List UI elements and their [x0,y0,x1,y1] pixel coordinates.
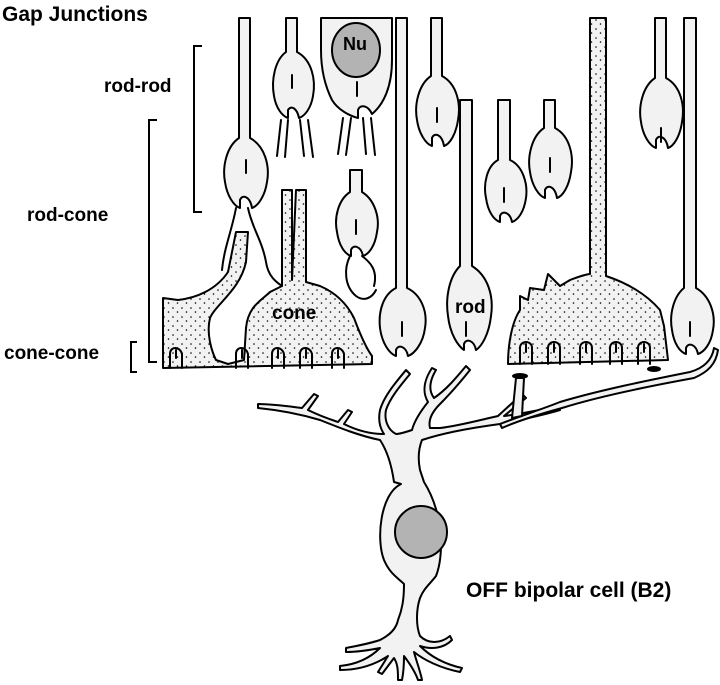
brackets [130,45,202,373]
rod-spherule [223,17,269,209]
rod-spherule [272,17,315,119]
rod-spherule [335,169,379,257]
rod-spherule [446,99,493,351]
rod-axon-stubs [276,117,376,158]
bipolar-nucleus [394,505,448,559]
label-cone-cone: cone-cone [4,343,100,364]
label-nucleus: Nu [343,34,367,54]
bracket-rod-rod [193,45,202,213]
label-bipolar-cell: OFF bipolar cell (B2) [466,579,672,602]
cone-pedicle-right [507,17,669,365]
cone-invaginations-right [519,341,651,365]
bracket-cone-cone [130,341,137,373]
rod-spherule [639,17,684,149]
rod-cone-connectors [221,207,377,300]
rod-with-nucleus [320,17,393,119]
label-rod-cone: rod-cone [27,205,109,226]
nucleus [331,22,381,78]
cone-invaginations [169,347,345,369]
bipolar-dendrite [511,377,525,419]
rod-spherule [528,99,573,199]
rod-spherule [484,99,528,223]
rod-spherule [670,17,715,355]
bracket-rod-cone [148,119,157,363]
label-rod: rod [455,297,486,318]
label-cone: cone [272,303,317,324]
rod-spherule [378,17,427,357]
cone-pedicle-left [162,189,373,369]
diagram-title: Gap Junctions [2,3,148,26]
label-rod-rod: rod-rod [104,76,172,97]
bipolar-dendrite [499,347,719,429]
gap-junction-marks [512,366,661,379]
rod-spherule [415,17,460,147]
